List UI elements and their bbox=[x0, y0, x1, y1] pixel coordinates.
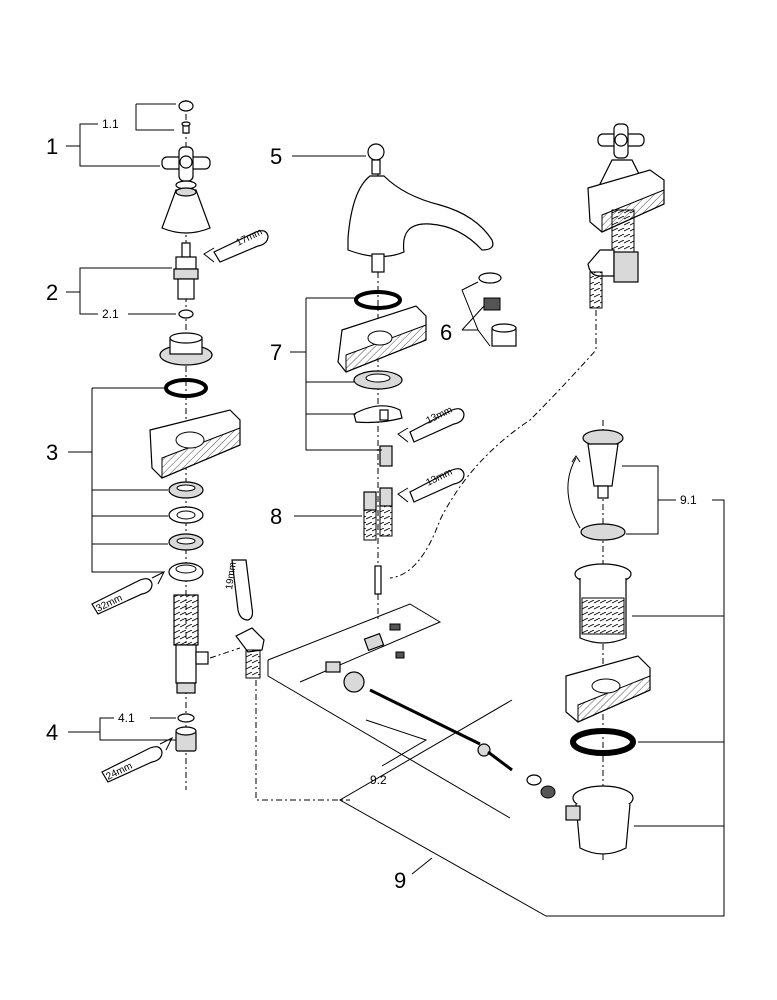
wrench-size-19: 19mm bbox=[224, 561, 239, 590]
callout-5: 5 bbox=[270, 144, 282, 169]
callout-2-1: 2.1 bbox=[102, 307, 119, 321]
countertop-section bbox=[149, 409, 241, 479]
drain-plug bbox=[582, 429, 624, 499]
wrench-24: 24mm bbox=[101, 736, 174, 783]
washer-stack bbox=[168, 481, 204, 582]
callout-9-1: 9.1 bbox=[680, 493, 697, 507]
connector-fittings bbox=[363, 487, 393, 541]
wrench-13-upper: 13mm bbox=[397, 405, 465, 443]
escutcheon-cone bbox=[161, 189, 211, 234]
callout-4: 4 bbox=[46, 720, 58, 745]
wrench-32: 32mm bbox=[91, 570, 166, 615]
callout-8: 8 bbox=[270, 504, 282, 529]
callout-2: 2 bbox=[46, 280, 58, 305]
popup-drain-assembly bbox=[565, 420, 651, 860]
drain-flange bbox=[574, 563, 632, 644]
threaded-valve-body bbox=[173, 594, 209, 694]
right-cross-handle bbox=[597, 123, 645, 159]
spout-o-ring bbox=[354, 290, 402, 310]
drain-washer bbox=[580, 523, 626, 541]
spout-nut bbox=[379, 445, 393, 467]
callout-4-1: 4.1 bbox=[118, 711, 135, 725]
callout-1: 1 bbox=[46, 134, 58, 159]
right-valve-assembly bbox=[587, 123, 665, 309]
small-washer bbox=[177, 713, 195, 723]
callout-9-2: 9.2 bbox=[370, 773, 387, 787]
small-o-ring bbox=[178, 309, 194, 319]
o-ring bbox=[164, 378, 208, 398]
flange-nut bbox=[159, 332, 213, 366]
drain-linkage bbox=[267, 603, 556, 819]
left-valve-assembly bbox=[149, 100, 241, 790]
leader-lines bbox=[66, 103, 725, 917]
aerator-washer bbox=[478, 272, 502, 284]
spout-countertop bbox=[337, 305, 427, 373]
spout-body bbox=[347, 175, 494, 258]
drain-gasket bbox=[570, 728, 636, 756]
cartridge-part bbox=[173, 242, 199, 300]
left-elbow bbox=[235, 627, 265, 679]
aerator bbox=[483, 297, 517, 347]
spout-assembly bbox=[337, 143, 517, 620]
hex-nut bbox=[175, 726, 197, 752]
wrench-13-lower: 13mm bbox=[397, 467, 465, 503]
callout-7: 7 bbox=[270, 340, 282, 365]
spout-bracket bbox=[353, 405, 403, 424]
wrench-17: 17mm bbox=[203, 227, 269, 263]
cross-handle bbox=[161, 146, 211, 190]
spout-finial bbox=[367, 143, 385, 161]
callout-1-1: 1.1 bbox=[102, 117, 119, 131]
drain-countertop bbox=[565, 655, 651, 723]
callout-6: 6 bbox=[440, 320, 452, 345]
drain-body bbox=[565, 785, 634, 855]
wrench-19: 19mm bbox=[224, 559, 254, 621]
cap-part bbox=[178, 100, 194, 134]
callout-3: 3 bbox=[46, 440, 58, 465]
callout-9: 9 bbox=[394, 868, 406, 893]
